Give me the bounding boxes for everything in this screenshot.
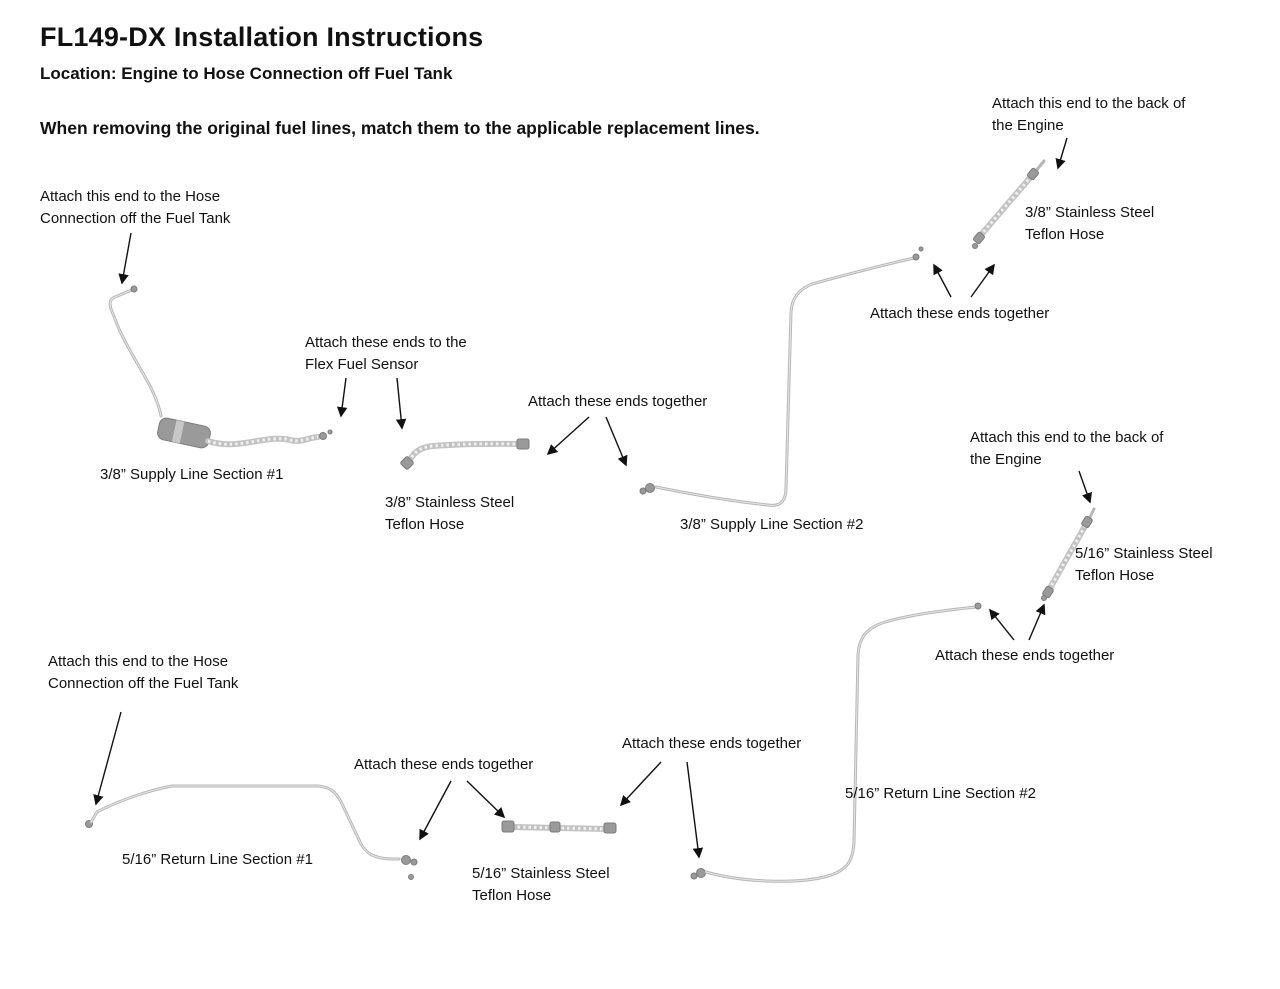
annotation-attach-together-mid: Attach these ends together — [528, 393, 708, 410]
annotation-attach-flex-fuel: Attach these ends to the Flex Fuel Senso… — [305, 334, 467, 373]
fuel-filter-icon — [157, 417, 211, 449]
annotation-attach-together-bottomleft: Attach these ends together — [354, 756, 534, 773]
return-line-2-drawing — [690, 602, 982, 883]
part-label-supply-line-1: 3/8” Supply Line Section #1 — [100, 466, 284, 483]
return-line-1-drawing — [85, 784, 418, 880]
page-title: FL149-DX Installation Instructions — [40, 22, 484, 52]
teflon-hose-516-bottom-drawing — [501, 820, 617, 834]
part-label-return-line-2: 5/16” Return Line Section #2 — [845, 785, 1036, 802]
annotation-attach-hose-tank-2: Attach this end to the Hose Connection o… — [48, 653, 239, 692]
part-label-teflon-hose-38-top: 3/8” Stainless Steel Teflon Hose — [1025, 204, 1155, 243]
teflon-hose-516-right-drawing — [1041, 507, 1096, 601]
teflon-hose-38-mid-drawing — [400, 438, 530, 470]
annotation-attach-together-right: Attach these ends together — [935, 647, 1115, 664]
annotation-attach-hose-tank-1: Attach this end to the Hose Connection o… — [40, 188, 231, 227]
location-subtitle: Location: Engine to Hose Connection off … — [40, 64, 453, 83]
supply-line-2-drawing — [639, 246, 924, 507]
part-label-supply-line-2: 3/8” Supply Line Section #2 — [680, 516, 864, 533]
annotation-attach-engine-right: Attach this end to the back of the Engin… — [970, 429, 1164, 468]
part-label-teflon-hose-38-mid: 3/8” Stainless Steel Teflon Hose — [385, 494, 515, 533]
supply-line-1-drawing — [108, 285, 333, 449]
annotation-attach-engine-top: Attach this end to the back of the Engin… — [992, 95, 1186, 134]
teflon-hose-38-top-drawing — [972, 159, 1046, 249]
annotation-attach-together-topright: Attach these ends together — [870, 305, 1050, 322]
part-label-teflon-hose-516-right: 5/16” Stainless Steel Teflon Hose — [1075, 545, 1213, 584]
annotation-attach-together-bottommid: Attach these ends together — [622, 735, 802, 752]
part-label-teflon-hose-516-bottom: 5/16” Stainless Steel Teflon Hose — [472, 865, 610, 904]
pointer-arrows — [93, 137, 1092, 859]
instruction-note: When removing the original fuel lines, m… — [40, 118, 760, 138]
part-label-return-line-1: 5/16” Return Line Section #1 — [122, 851, 313, 868]
